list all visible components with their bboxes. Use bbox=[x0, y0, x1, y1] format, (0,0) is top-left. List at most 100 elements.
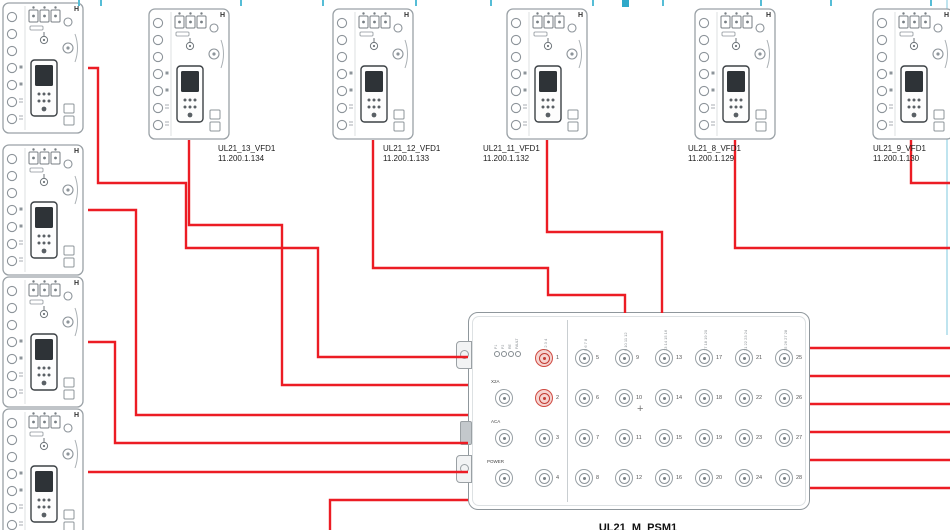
port-number: 2 bbox=[556, 395, 560, 401]
module-port-13[interactable]: 13 bbox=[655, 349, 682, 367]
device-label-ul21-13: UL21_13_VFD1 11.200.1.134 bbox=[218, 144, 275, 164]
wire-vfd-ul21-9-to-offscreen-right[interactable] bbox=[909, 140, 950, 185]
module-port-15[interactable]: 15 bbox=[655, 429, 682, 447]
wire-vfd-ul21-8-to-offscreen-right[interactable] bbox=[733, 140, 950, 250]
module-port-22[interactable]: 22 bbox=[735, 389, 762, 407]
vfd-device-ul21-9[interactable]: H bbox=[872, 8, 950, 140]
module-port-x2a[interactable] bbox=[495, 389, 513, 407]
module-port-17[interactable]: 17 bbox=[695, 349, 722, 367]
device-corner-label: H bbox=[577, 12, 583, 19]
device-ip: 11.200.1.129 bbox=[688, 154, 735, 163]
module-port-25[interactable]: 25 bbox=[775, 349, 802, 367]
vfd-device-left-1[interactable]: H bbox=[2, 2, 84, 134]
wire-vfd-ul21-13-to-module-left-2[interactable] bbox=[187, 140, 468, 387]
device-ip: 11.200.1.132 bbox=[483, 154, 530, 163]
module-port-12[interactable]: 12 bbox=[615, 469, 642, 487]
connection-tick bbox=[415, 0, 417, 6]
port-number: 5 bbox=[596, 355, 600, 361]
module-port-23[interactable]: 23 bbox=[735, 429, 762, 447]
device-corner-label: H bbox=[73, 280, 79, 287]
module-port-10[interactable]: 10 bbox=[615, 389, 642, 407]
module-port-3[interactable]: 3 bbox=[535, 429, 559, 447]
selection-handle[interactable] bbox=[622, 0, 629, 7]
port-number: 19 bbox=[716, 435, 723, 441]
port-number: 25 bbox=[796, 355, 803, 361]
port-number: 24 bbox=[756, 475, 763, 481]
device-label-ul21-9: UL21_9_VFD1 11.200.1.130 bbox=[873, 144, 926, 164]
port-number: 12 bbox=[636, 475, 643, 481]
module-port-4[interactable]: 4 bbox=[535, 469, 559, 487]
port-number: 7 bbox=[596, 435, 600, 441]
wire-offscreen-bottom-to-module-left-6[interactable] bbox=[328, 498, 468, 530]
module-port-2[interactable]: 2 bbox=[535, 389, 559, 407]
module-inner-frame bbox=[472, 316, 806, 506]
module-port-27[interactable]: 27 bbox=[775, 429, 802, 447]
module-port-6[interactable]: 6 bbox=[575, 389, 599, 407]
module-port-8[interactable]: 8 bbox=[575, 469, 599, 487]
module-port-7[interactable]: 7 bbox=[575, 429, 599, 447]
device-label-ul21-12: UL21_12_VFD1 11.200.1.133 bbox=[383, 144, 440, 164]
port-number: 20 bbox=[716, 475, 723, 481]
module-port-24[interactable]: 24 bbox=[735, 469, 762, 487]
status-led-fault bbox=[515, 351, 521, 357]
device-ip: 11.200.1.130 bbox=[873, 154, 920, 163]
module-port-14[interactable]: 14 bbox=[655, 389, 682, 407]
module-port-5[interactable]: 5 bbox=[575, 349, 599, 367]
module-port-26[interactable]: 26 bbox=[775, 389, 802, 407]
port-number: 27 bbox=[796, 435, 803, 441]
port-number: 21 bbox=[756, 355, 763, 361]
module-port-9[interactable]: 9 bbox=[615, 349, 639, 367]
module-port-19[interactable]: 19 bbox=[695, 429, 722, 447]
device-label-ul21-8: UL21_8_VFD1 11.200.1.129 bbox=[688, 144, 741, 164]
vfd-device-left-2[interactable]: H bbox=[2, 144, 84, 276]
vfd-device-ul21-13[interactable]: H bbox=[148, 8, 230, 140]
connection-tick bbox=[930, 0, 932, 6]
module-port-1[interactable]: 1 bbox=[535, 349, 559, 367]
module-port-aca[interactable] bbox=[495, 429, 513, 447]
side-port-label-x2a: X2A bbox=[491, 379, 500, 384]
port-number: 11 bbox=[636, 435, 642, 441]
vfd-device-ul21-12[interactable]: H bbox=[332, 8, 414, 140]
vfd-device-ul21-8[interactable]: H bbox=[694, 8, 776, 140]
module-port-18[interactable]: 18 bbox=[695, 389, 722, 407]
connection-tick bbox=[662, 0, 664, 6]
port-number: 1 bbox=[556, 355, 560, 361]
device-name: UL21_9_VFD1 bbox=[873, 144, 926, 153]
device-corner-label: H bbox=[765, 12, 771, 19]
module-port-20[interactable]: 20 bbox=[695, 469, 722, 487]
status-led-re bbox=[508, 351, 514, 357]
vfd-device-left-4[interactable]: H bbox=[2, 408, 84, 530]
module-port-28[interactable]: 28 bbox=[775, 469, 802, 487]
port-number: 10 bbox=[636, 395, 643, 401]
module-port-11[interactable]: 11 bbox=[615, 429, 642, 447]
device-label-ul21-11: UL21_11_VFD1 11.200.1.132 bbox=[483, 144, 540, 164]
device-corner-label: H bbox=[403, 12, 409, 19]
ground-terminal bbox=[460, 421, 472, 445]
guide-line bbox=[946, 0, 948, 335]
device-ip: 11.200.1.133 bbox=[383, 154, 430, 163]
port-number: 4 bbox=[556, 475, 560, 481]
module-port-21[interactable]: 21 bbox=[735, 349, 762, 367]
wire-left-vfd-3-to-module-left-4[interactable] bbox=[88, 340, 468, 445]
connection-tick bbox=[830, 0, 832, 6]
connection-tick bbox=[760, 0, 762, 6]
port-number: 8 bbox=[596, 475, 600, 481]
module-port-power[interactable] bbox=[495, 469, 513, 487]
status-led-p2 bbox=[501, 351, 507, 357]
device-name: UL21_12_VFD1 bbox=[383, 144, 441, 153]
wire-vfd-ul21-11-to-module-top-2[interactable] bbox=[545, 140, 664, 313]
port-number: 17 bbox=[716, 355, 723, 361]
module-port-16[interactable]: 16 bbox=[655, 469, 682, 487]
port-number: 22 bbox=[756, 395, 763, 401]
connection-tick bbox=[592, 0, 594, 6]
connection-tick bbox=[322, 0, 324, 6]
vfd-device-left-3[interactable]: H bbox=[2, 276, 84, 408]
vfd-device-ul21-11[interactable]: H bbox=[506, 8, 588, 140]
connection-tick bbox=[78, 0, 80, 6]
wire-vfd-ul21-12-to-module-top-1[interactable] bbox=[371, 140, 627, 313]
wire-left-vfd-1-to-module-left-1[interactable] bbox=[88, 66, 468, 359]
wire-left-vfd-2-to-module-left-3[interactable] bbox=[88, 208, 468, 417]
